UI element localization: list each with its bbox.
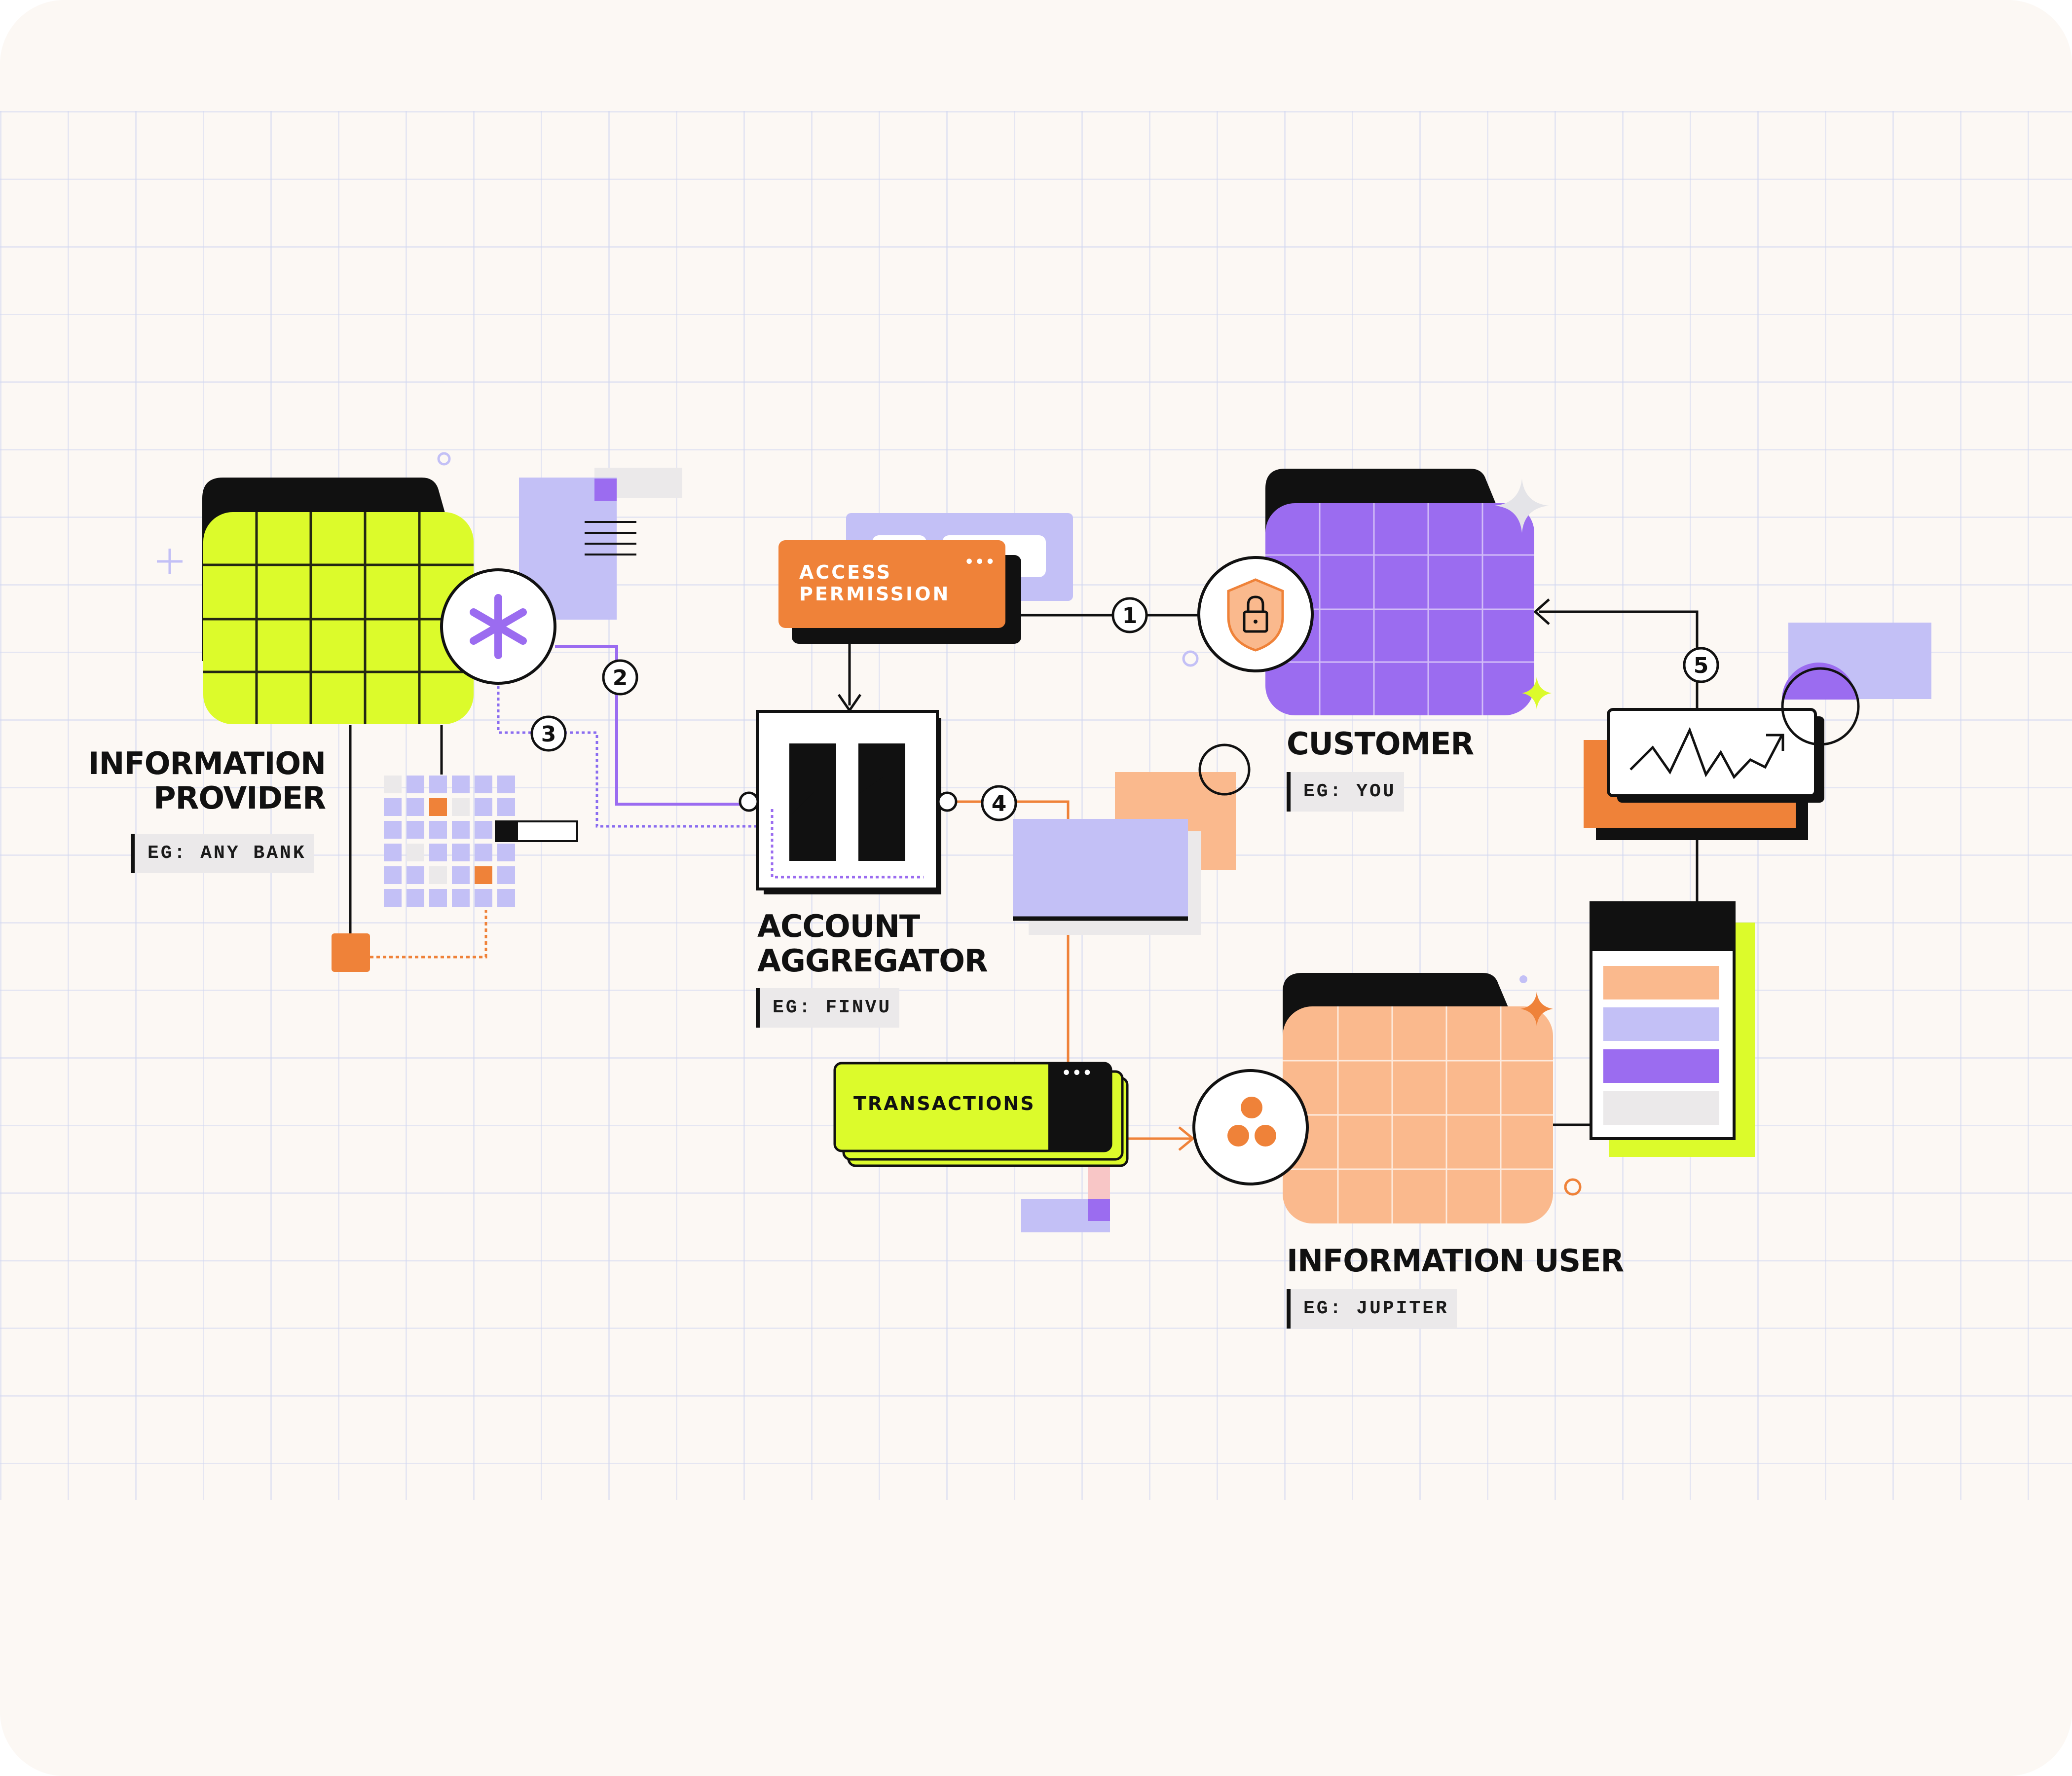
customer-title: CUSTOMER [1287,726,1474,762]
transactions-dots: ••• [1062,1065,1093,1082]
pixel-cell [497,889,515,907]
lock-shield-icon [1228,580,1283,650]
transactions-deco-pink [1088,1167,1110,1201]
provider-toggle-knob [496,821,518,841]
information-user-node [1194,902,1755,1223]
step-marker-4: 4 [982,786,1016,820]
pixel-cell [384,776,402,793]
pixel-cell [429,889,447,907]
three-dots-cluster-icon-circle [1194,1071,1307,1184]
pixel-cell [429,776,447,793]
user-list-row-lavender [1603,1007,1719,1041]
pixel-cell [384,889,402,907]
account-aggregator-node [740,711,1249,935]
account-aggregator-example-tag: EG: FINVU [756,988,899,1028]
pixel-cell [475,821,492,839]
pixel-cell [497,798,515,816]
pixel-cell [497,866,515,884]
pixel-cell [384,798,402,816]
connector-provider-dotted-orange [370,910,486,957]
step-marker-2: 2 [603,661,637,694]
pixel-cell [452,889,470,907]
aggregator-frame [757,711,937,889]
step-4-label: 4 [992,791,1007,816]
plus-icon [157,549,183,574]
information-provider-title-line-2: PROVIDER [49,780,326,816]
pixel-cell [475,866,492,884]
information-provider-example-tag: EG: ANY BANK [131,834,314,873]
access-permission-dots: ••• [964,554,996,571]
user-list-row-grey [1603,1091,1719,1125]
information-provider-node [157,453,682,972]
transactions-label: TRANSACTIONS [853,1093,1036,1114]
pixel-cell [384,866,402,884]
account-aggregator-title-line-2: AGGREGATOR [757,943,988,979]
pixel-cell [452,798,470,816]
step-5-label: 5 [1694,653,1709,678]
information-user-example-tag: EG: JUPITER [1287,1289,1457,1329]
pixel-cell [429,866,447,884]
pixel-cell [475,798,492,816]
transactions-card [835,1063,1127,1232]
pixel-cell [452,866,470,884]
account-aggregator-title-line-1: ACCOUNT [757,909,920,944]
transactions-deco-purple [1088,1199,1110,1221]
small-circle-decoration [439,453,449,464]
aggregator-panel-lavender [1013,819,1188,920]
customer-example-tag: EG: YOU [1287,772,1404,812]
step-marker-3: 3 [532,717,565,750]
pixel-cell [475,889,492,907]
connector-step-2 [555,646,750,804]
customer-node [1184,469,1552,715]
aggregator-port-left [740,793,758,811]
customer-small-circle [1184,652,1197,666]
pixel-cell [384,844,402,861]
pixel-cell [384,821,402,839]
step-2-label: 2 [613,666,628,691]
provider-doc-accent [594,479,617,501]
pixel-cell [429,844,447,861]
pixel-cell [407,866,424,884]
information-user-title: INFORMATION USER [1287,1243,1624,1279]
pixel-cell [429,821,447,839]
pixel-cell [452,821,470,839]
pixel-cell [452,844,470,861]
user-small-orange-circle [1565,1180,1580,1194]
user-list-row-peach [1603,966,1719,999]
step-3-label: 3 [541,722,556,747]
user-small-dot [1519,975,1527,983]
chart-window-group [1584,623,1931,840]
pixel-cell [429,798,447,816]
pixel-cell [407,889,424,907]
step-marker-1: 1 [1113,598,1147,632]
pixel-cell [452,776,470,793]
pixel-cell [407,821,424,839]
access-permission-line-1: ACCESS [799,561,892,583]
step-marker-5: 5 [1684,648,1718,682]
step-1-label: 1 [1122,603,1138,629]
access-permission-line-2: PERMISSION [799,583,950,605]
chart-window [1608,709,1815,796]
pixel-cell [407,798,424,816]
pixel-cell [497,776,515,793]
provider-orange-square [332,933,370,972]
user-list-row-purple [1603,1049,1719,1083]
aggregator-port-right [938,793,956,811]
pixel-cell [475,776,492,793]
information-provider-title-line-1: INFORMATION [49,746,326,781]
pixel-cell [497,844,515,861]
pixel-cell [407,844,424,861]
user-list-header [1590,902,1736,951]
pixel-cell [475,844,492,861]
pixel-cell [407,776,424,793]
